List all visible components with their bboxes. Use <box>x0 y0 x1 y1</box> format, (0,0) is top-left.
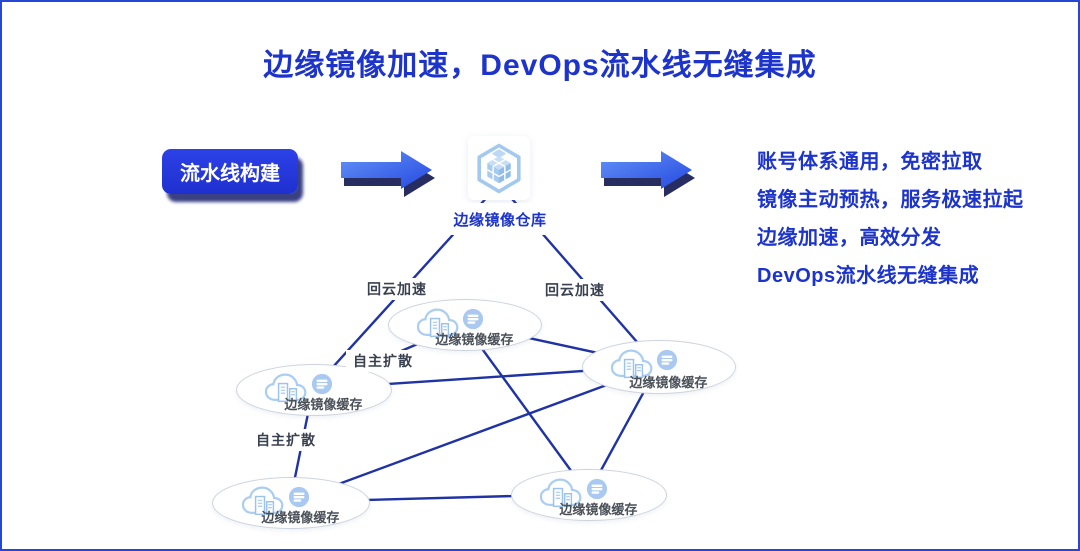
edge-cache-node: 边缘镜像缓存 <box>511 469 667 521</box>
hexagon-cube-registry-icon <box>477 143 521 194</box>
stacked-cache-icon <box>311 373 332 395</box>
cache-node-label: 边缘镜像缓存 <box>559 502 638 517</box>
pipeline-build-button: 流水线构建 <box>162 149 298 194</box>
edge-cache-node: 边缘镜像缓存 <box>582 340 736 394</box>
edge-label: 自主扩散 <box>346 350 420 372</box>
edge-label: 自主扩散 <box>248 429 324 451</box>
benefit-line: DevOps流水线无缝集成 <box>757 265 980 287</box>
right-arrow-icon <box>601 151 695 197</box>
right-arrow-icon <box>341 151 435 197</box>
edge-label: 回云加速 <box>533 279 617 301</box>
edge-label: 回云加速 <box>352 278 442 300</box>
cloud-servers-icon <box>416 308 459 338</box>
edge-cache-node: 边缘镜像缓存 <box>212 477 370 529</box>
benefits-list: 账号体系通用，免密拉取 镜像主动预热，服务极速拉起 边缘加速，高效分发 DevO… <box>757 143 1024 295</box>
network-edge <box>289 364 659 504</box>
cache-node-label: 边缘镜像缓存 <box>435 332 514 347</box>
cache-node-label: 边缘镜像缓存 <box>261 510 340 525</box>
stacked-cache-icon <box>586 478 607 500</box>
benefit-line: 镜像主动预热，服务极速拉起 <box>757 189 1024 211</box>
cloud-servers-icon <box>610 349 653 379</box>
edge-registry-label: 边缘镜像仓库 <box>429 203 571 235</box>
page-title: 边缘镜像加速，DevOps流水线无缝集成 <box>263 49 817 82</box>
cloud-servers-icon <box>241 486 283 516</box>
cache-node-label: 边缘镜像缓存 <box>629 375 708 390</box>
benefit-line: 账号体系通用，免密拉取 <box>757 151 983 173</box>
cloud-servers-icon <box>265 373 307 403</box>
stacked-cache-icon <box>288 486 309 508</box>
cache-node-label: 边缘镜像缓存 <box>284 397 363 412</box>
stacked-cache-icon <box>462 308 484 330</box>
network-edge <box>463 323 589 495</box>
edge-registry-icon-box <box>468 136 530 200</box>
edge-cache-node: 边缘镜像缓存 <box>388 299 542 351</box>
edge-cache-node: 边缘镜像缓存 <box>236 364 392 416</box>
cloud-servers-icon <box>540 478 582 508</box>
benefit-line: 边缘加速，高效分发 <box>757 227 942 249</box>
stacked-cache-icon <box>656 350 678 371</box>
